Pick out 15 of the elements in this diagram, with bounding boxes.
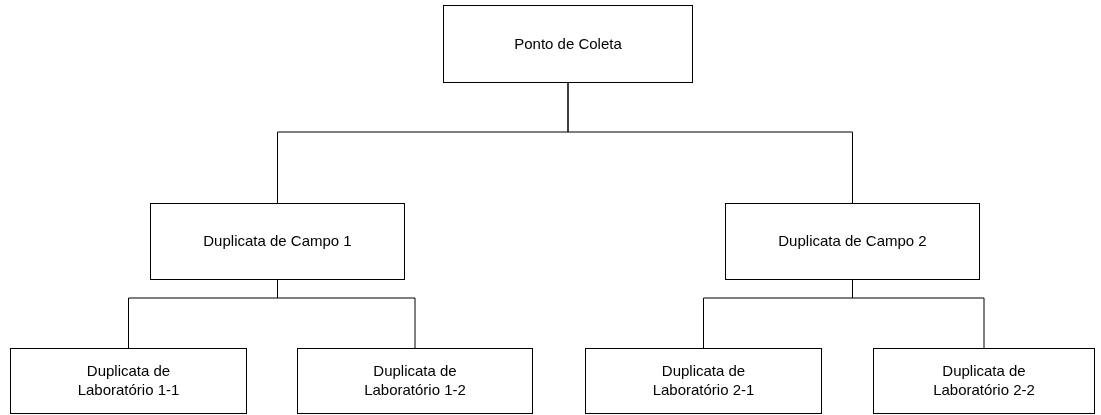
box-label: Duplicata de Laboratório 1-2 [363,362,467,400]
box-label: Duplicata de Laboratório 1-1 [76,362,181,400]
process-box [150,203,405,280]
process-box [443,5,693,83]
process-box [873,348,1095,414]
connector-line [567,82,853,204]
box-label: Ponto de Coleta [514,34,622,54]
process-box [585,348,822,414]
box-label: Duplicata de Laboratório 2-2 [932,362,1036,400]
process-box [297,348,533,414]
process-box [10,348,247,414]
box-label: Duplicata de Campo 2 [778,232,927,251]
box-label: Duplicata de Campo 1 [203,232,352,251]
process-box [725,203,980,280]
box-label: Duplicata de Laboratório 2-1 [651,362,756,400]
